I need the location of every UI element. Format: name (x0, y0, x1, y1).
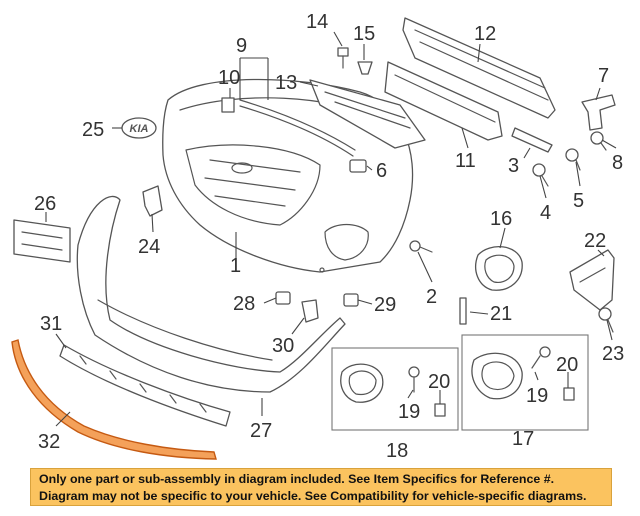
callout-labels: 1 2 3 4 5 6 7 8 9 10 11 12 13 14 15 16 1… (34, 11, 624, 462)
callout-7: 7 (598, 65, 609, 87)
part-bumper-cover (162, 78, 414, 273)
callout-20a: 20 (428, 371, 450, 393)
part-25-emblem: KIA (121, 117, 157, 139)
box-17 (461, 334, 589, 431)
part-31-lower-grille (59, 344, 231, 427)
part-30-clip (301, 299, 319, 323)
callout-6: 6 (376, 160, 387, 182)
part-3-bracket (511, 127, 553, 153)
callout-23: 23 (602, 343, 624, 365)
leader-lines (45, 31, 617, 427)
callout-8: 8 (612, 152, 623, 174)
part-32-highlighted-strip (11, 339, 217, 460)
callout-30: 30 (272, 335, 294, 357)
part-2-screw (409, 240, 433, 253)
part-16-fog-bezel (475, 245, 523, 291)
part-grille-strip (239, 99, 356, 157)
part-5-screw (565, 148, 581, 171)
part-13-bracket (309, 79, 426, 149)
part-22-bracket (569, 249, 615, 311)
callout-21: 21 (490, 303, 512, 325)
callout-1: 1 (230, 255, 241, 277)
callout-18: 18 (386, 440, 408, 462)
callout-3: 3 (508, 155, 519, 177)
box-18 (331, 347, 459, 431)
part-21-strip (459, 297, 467, 325)
callout-16: 16 (490, 208, 512, 230)
notice-line-1: Only one part or sub-assembly in diagram… (39, 472, 555, 486)
callout-13: 13 (275, 72, 297, 94)
callout-26: 26 (34, 193, 56, 215)
part-11-absorber (384, 61, 503, 141)
part-24-clip (142, 185, 163, 217)
callout-15: 15 (353, 23, 375, 45)
callout-9: 9 (236, 35, 247, 57)
notice-banner: Only one part or sub-assembly in diagram… (30, 468, 612, 506)
callout-27: 27 (250, 420, 272, 442)
notice-line-2: Diagram may not be specific to your vehi… (39, 489, 587, 503)
part-7-bracket (581, 94, 616, 131)
part-4-screw (532, 163, 549, 187)
part-26-plate-bracket (13, 219, 71, 263)
callout-31: 31 (40, 313, 62, 335)
callout-4: 4 (540, 202, 551, 224)
part-14-bolt (337, 47, 349, 69)
part-8-clip (590, 131, 607, 151)
part-15-clip (357, 61, 373, 75)
callout-22: 22 (584, 230, 606, 252)
callout-29: 29 (374, 294, 396, 316)
part-23-screw (598, 307, 614, 333)
callout-12: 12 (474, 23, 496, 45)
callout-24: 24 (138, 236, 160, 258)
callout-10: 10 (218, 67, 240, 89)
part-6-clip (349, 159, 367, 173)
part-10-clip (221, 97, 235, 113)
emblem-text: KIA (130, 123, 149, 135)
callout-19a: 19 (398, 401, 420, 423)
callout-17: 17 (512, 428, 534, 450)
callout-28: 28 (233, 293, 255, 315)
callout-32: 32 (38, 431, 60, 453)
part-27-lower-valance (76, 195, 346, 393)
part-29-clip (343, 293, 359, 307)
callout-19b: 19 (526, 385, 548, 407)
part-12-beam (402, 17, 556, 119)
callout-14: 14 (306, 11, 328, 33)
callout-25: 25 (82, 119, 104, 141)
callout-20b: 20 (556, 354, 578, 376)
part-28-clip (275, 291, 291, 305)
callout-5: 5 (573, 190, 584, 212)
callout-11: 11 (455, 150, 476, 172)
callout-2: 2 (426, 286, 437, 308)
